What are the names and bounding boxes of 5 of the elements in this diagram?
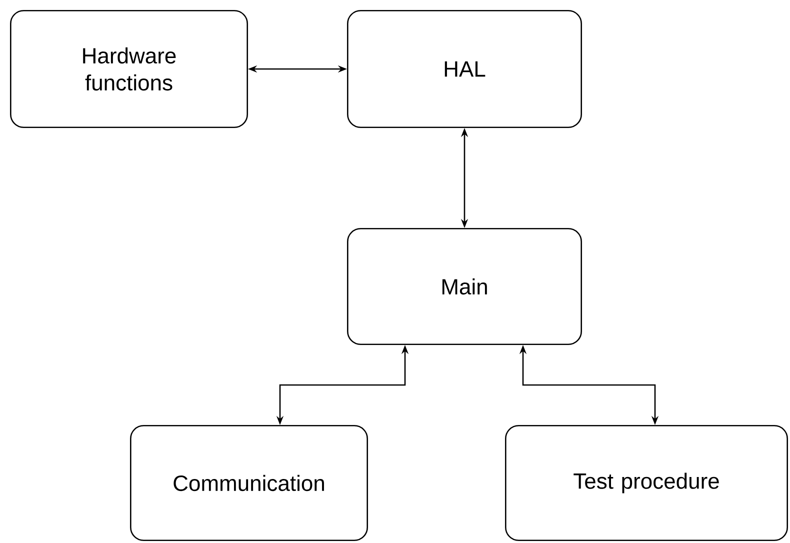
process-box: HAL	[347, 10, 582, 128]
process-box: Main	[347, 228, 582, 345]
process-box: Test procedure	[505, 425, 788, 541]
process-box: Communication	[130, 425, 368, 541]
process-box: Hardware functions	[10, 10, 248, 128]
